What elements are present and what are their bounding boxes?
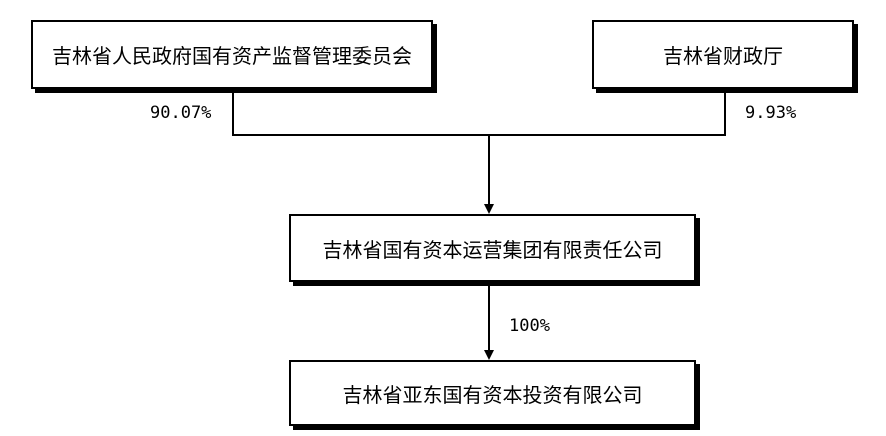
shareholder-name-finance: 吉林省财政厅 (663, 44, 783, 68)
shareholder-box-finance: 吉林省财政厅 (592, 20, 854, 89)
share-percent-sasac: 90.07% (150, 103, 212, 123)
shareholder-merge-line (232, 89, 726, 136)
parent-company-box: 吉林省国有资本运营集团有限责任公司 (289, 214, 696, 282)
subsidiary-company-box: 吉林省亚东国有资本投资有限公司 (289, 360, 696, 426)
share-percent-parent: 100% (509, 316, 550, 336)
shareholder-box-sasac: 吉林省人民政府国有资产监督管理委员会 (31, 20, 433, 89)
share-percent-finance: 9.93% (745, 103, 797, 123)
subsidiary-company-name: 吉林省亚东国有资本投资有限公司 (342, 382, 643, 407)
shareholder-name-sasac: 吉林省人民政府国有资产监督管理委员会 (52, 44, 412, 68)
parent-company-name: 吉林省国有资本运营集团有限责任公司 (322, 237, 663, 262)
